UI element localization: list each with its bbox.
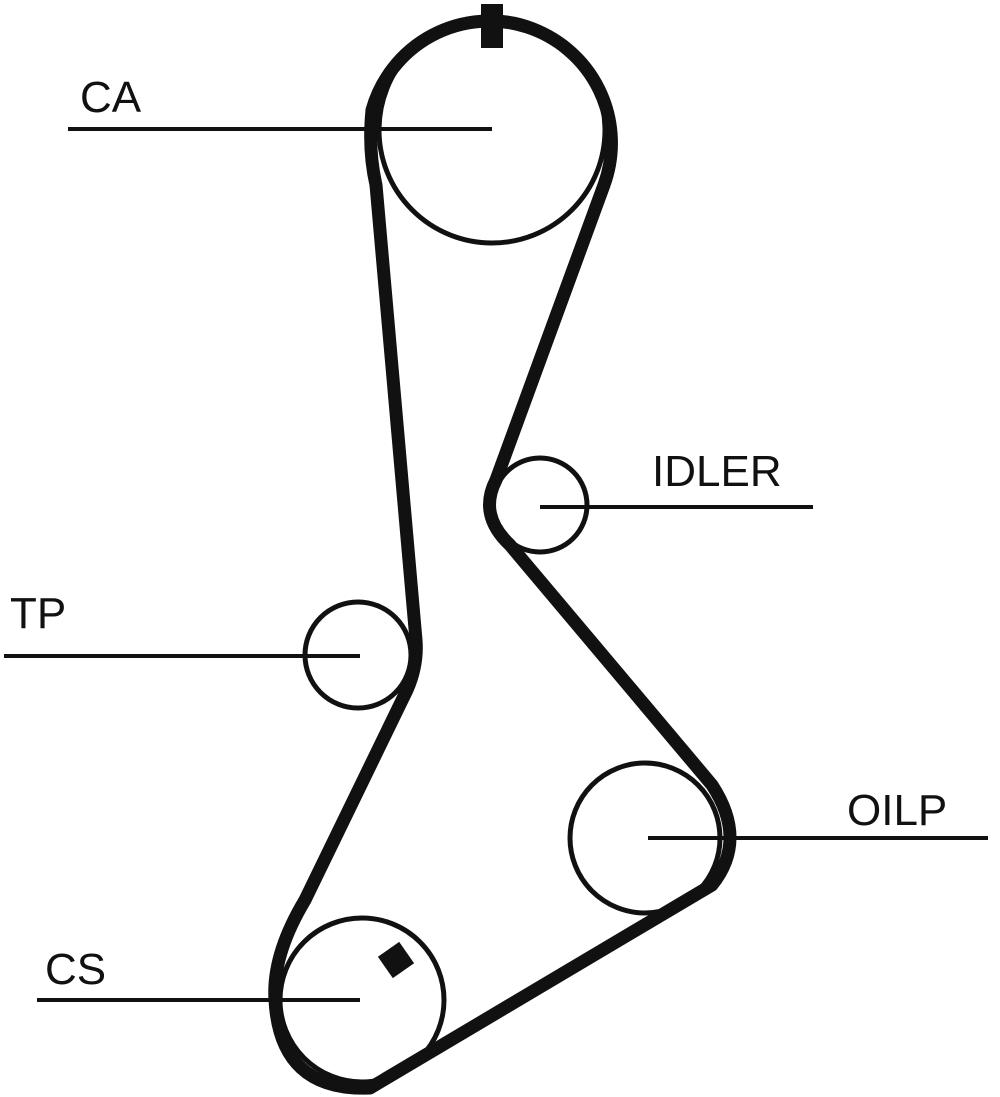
tensioner-label: TP [10,589,66,638]
idler-label: IDLER [652,447,782,496]
timing-belt [268,14,737,1095]
camshaft-label: CA [80,73,142,122]
crankshaft-label: CS [45,945,106,994]
crankshaft-timing-mark [377,941,415,979]
oil-pump-label: OILP [847,786,947,835]
camshaft-timing-mark [481,4,503,48]
